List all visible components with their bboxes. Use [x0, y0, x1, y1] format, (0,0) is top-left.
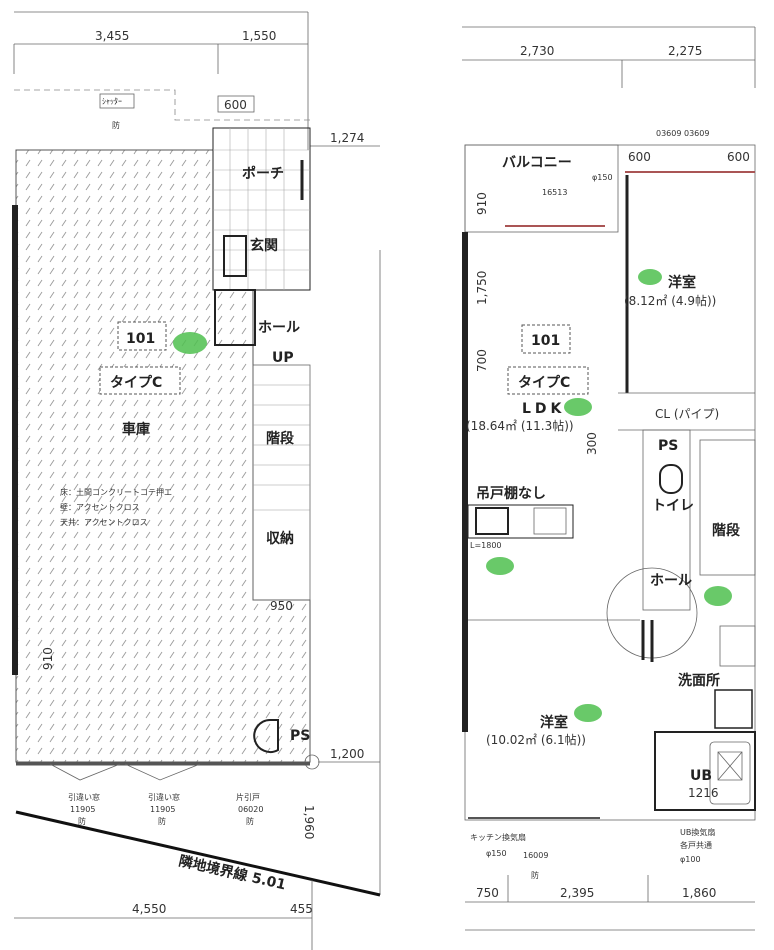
ub-fan-label: UB換気扇 [680, 827, 715, 837]
bedroom2-area: (10.02㎡ (6.1帖)) [486, 732, 586, 747]
dim-1550: 1,550 [242, 29, 276, 43]
shutter-label: ｼｬｯﾀｰ [102, 97, 122, 106]
bedroom2-label: 洋室 [540, 714, 568, 731]
storage-label: 収納 [266, 530, 294, 547]
window-tag: 片引戸 06020 防 [236, 792, 263, 826]
ub-fan-note: 各戸共通 [680, 840, 712, 850]
dim-910-upper: 910 [475, 192, 489, 215]
dim-600-right: 600 [727, 150, 750, 164]
svg-text:防: 防 [246, 816, 254, 826]
ps-label-upper: PS [658, 438, 678, 454]
ub-fan-size: φ100 [680, 855, 701, 864]
closet-label: CL (パイプ) [655, 407, 719, 421]
finish-note-wall: 壁：アクセントクロス [60, 502, 140, 512]
svg-text:防: 防 [78, 816, 86, 826]
marker [638, 269, 662, 285]
boundary-line [15, 810, 381, 897]
bottom-window-mark: 防 [531, 870, 539, 880]
ps-label: PS [290, 728, 310, 744]
stairs-label: 階段 [266, 430, 294, 447]
unit-number: 101 [126, 331, 155, 347]
washroom-label: 洗面所 [678, 672, 720, 689]
dim-1200: 1,200 [330, 747, 364, 761]
dim-700: 700 [475, 349, 489, 372]
dim-1750: 1,750 [475, 271, 489, 305]
porch-label: ポーチ [242, 165, 284, 182]
no-wall-cabinet-label: 吊戸棚なし [476, 485, 546, 502]
finish-note-floor: 床：土間コンクリートコテ押エ [60, 487, 172, 497]
up-label: UP [272, 350, 294, 366]
ldk-label: LDK [522, 401, 565, 417]
window-tag: 引違い窓 11905 防 [68, 792, 100, 826]
marker [704, 586, 732, 606]
hall-label: ホール [258, 320, 300, 336]
dim-3455: 3,455 [95, 29, 129, 43]
kitchen-fan-size: φ150 [486, 849, 507, 858]
svg-text:11905: 11905 [70, 805, 95, 814]
dim-2275: 2,275 [668, 44, 702, 58]
dim-600-left: 600 [628, 150, 651, 164]
dim-2730: 2,730 [520, 44, 554, 58]
hall-label-upper: ホール [650, 573, 692, 589]
dim-455: 455 [290, 902, 313, 916]
dim-910: 910 [41, 647, 55, 670]
balcony-window-code: 16513 [542, 188, 567, 197]
dim-300: 300 [585, 432, 599, 455]
dim-600: 600 [224, 98, 247, 112]
ground-floor-plan: 3,455 1,550 ｼｬｯﾀｰ 防 600 1,274 ポーチ 玄関 ホール… [12, 11, 381, 950]
bedroom1-label: 洋室 [668, 274, 696, 291]
dim-4550: 4,550 [132, 902, 166, 916]
toilet-label: トイレ [652, 498, 694, 514]
svg-text:引違い窓: 引違い窓 [148, 792, 180, 802]
unit-type: タイプC [110, 375, 162, 391]
vent-150: φ150 [592, 173, 613, 182]
dim-950: 950 [270, 599, 293, 613]
dim-1960: 1,960 [302, 805, 316, 839]
bath-size: 1216 [688, 786, 719, 800]
unit-type-upper: タイプC [518, 375, 570, 391]
svg-text:06020: 06020 [238, 805, 263, 814]
kitchen-fan-label: キッチン換気扇 [470, 832, 526, 842]
dim-2395: 2,395 [560, 886, 594, 900]
marker [574, 704, 602, 722]
shutter-mark: 防 [112, 120, 120, 130]
bedroom1-area: (8.12㎡ (4.9帖)) [624, 293, 716, 308]
svg-text:11905: 11905 [150, 805, 175, 814]
dim-1274: 1,274 [330, 131, 364, 145]
boundary-label: 隣地境界線 5.01 [177, 852, 287, 893]
unit-number-upper: 101 [531, 333, 560, 349]
svg-text:片引戸: 片引戸 [236, 792, 260, 802]
dim-750: 750 [476, 886, 499, 900]
marker [486, 557, 514, 575]
dim-1860: 1,860 [682, 886, 716, 900]
svg-text:防: 防 [158, 816, 166, 826]
garage-label: 車庫 [122, 421, 150, 438]
window-tag: 引違い窓 11905 防 [148, 792, 180, 826]
bedroom1-window-code: 03609 03609 [656, 129, 709, 138]
bottom-window-code: 16009 [523, 851, 548, 860]
balcony-label: バルコニー [502, 155, 572, 171]
stairs-label-upper: 階段 [712, 522, 740, 539]
ldk-area: (18.64㎡ (11.3帖)) [466, 418, 574, 433]
kitchen-length: L=1800 [470, 541, 502, 550]
finish-note-ceiling: 天井：アクセントクロス [60, 517, 148, 527]
entrance-label: 玄関 [250, 237, 278, 254]
bath-label: UB [690, 768, 712, 784]
upper-floor-plan: 2,730 2,275 バルコニー 16513 φ150 910 1,750 7… [462, 26, 756, 931]
marker [173, 332, 207, 354]
svg-text:引違い窓: 引違い窓 [68, 792, 100, 802]
marker [564, 398, 592, 416]
